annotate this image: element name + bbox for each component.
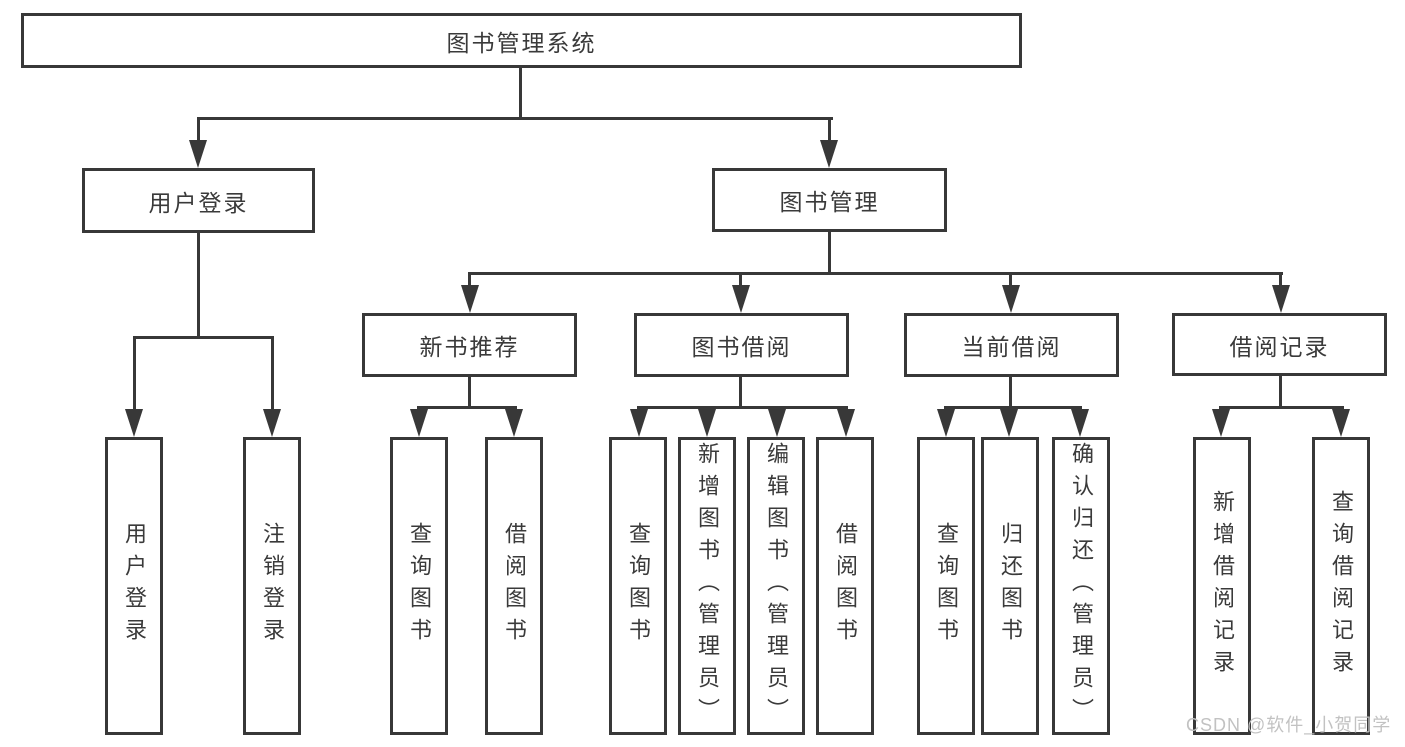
arrow-down-icon: [732, 285, 750, 313]
connector-line: [519, 66, 522, 119]
connector-line: [944, 406, 1082, 409]
connector-line: [739, 377, 742, 409]
connector-line: [469, 272, 1283, 275]
leaf-query-books: 查询图书: [390, 437, 448, 735]
leaf-logout: 注销登录: [243, 437, 301, 735]
connector-line: [271, 336, 274, 412]
connector-line: [828, 117, 831, 144]
leaf-query-books: 查询图书: [609, 437, 667, 735]
leaf-query-borrow-record: 查询借阅记录: [1312, 437, 1370, 735]
connector-line: [197, 233, 200, 339]
arrow-down-icon: [263, 409, 281, 437]
arrow-down-icon: [1002, 285, 1020, 313]
connector-line: [418, 406, 517, 409]
node-user-login: 用户登录: [82, 168, 315, 233]
node-root-library-system: 图书管理系统: [21, 13, 1022, 68]
connector-line: [1220, 406, 1344, 409]
arrow-down-icon: [125, 409, 143, 437]
arrow-down-icon: [1000, 409, 1018, 437]
leaf-add-borrow-record: 新增借阅记录: [1193, 437, 1251, 735]
connector-line: [468, 272, 471, 288]
arrow-down-icon: [461, 285, 479, 313]
leaf-return-books: 归还图书: [981, 437, 1039, 735]
connector-line: [197, 117, 200, 144]
leaf-edit-books-admin: 编辑图书（管理员）: [747, 437, 805, 735]
arrow-down-icon: [820, 140, 838, 168]
csdn-watermark: CSDN @软件_小贺同学: [1186, 715, 1392, 735]
arrow-down-icon: [937, 409, 955, 437]
arrow-down-icon: [768, 409, 786, 437]
node-borrow-records: 借阅记录: [1172, 313, 1387, 376]
arrow-down-icon: [1212, 409, 1230, 437]
arrow-down-icon: [189, 140, 207, 168]
arrow-down-icon: [698, 409, 716, 437]
arrow-down-icon: [630, 409, 648, 437]
connector-line: [739, 272, 742, 288]
connector-line: [637, 406, 848, 409]
node-new-book-recommend: 新书推荐: [362, 313, 577, 377]
arrow-down-icon: [837, 409, 855, 437]
leaf-add-books-admin: 新增图书（管理员）: [678, 437, 736, 735]
node-current-borrow: 当前借阅: [904, 313, 1119, 377]
connector-line: [828, 232, 831, 275]
connector-line: [468, 377, 471, 409]
arrow-down-icon: [1332, 409, 1350, 437]
arrow-down-icon: [410, 409, 428, 437]
connector-line: [1279, 376, 1282, 409]
connector-line: [1279, 272, 1282, 288]
connector-line: [197, 117, 833, 120]
arrow-down-icon: [1071, 409, 1089, 437]
connector-line: [1009, 272, 1012, 288]
connector-line: [133, 336, 136, 412]
connector-line: [133, 336, 274, 339]
connector-line: [1009, 377, 1012, 409]
leaf-borrow-books: 借阅图书: [485, 437, 543, 735]
node-book-borrow: 图书借阅: [634, 313, 849, 377]
leaf-confirm-return-admin: 确认归还（管理员）: [1052, 437, 1110, 735]
leaf-user-login: 用户登录: [105, 437, 163, 735]
leaf-borrow-books: 借阅图书: [816, 437, 874, 735]
node-book-management: 图书管理: [712, 168, 947, 232]
arrow-down-icon: [505, 409, 523, 437]
arrow-down-icon: [1272, 285, 1290, 313]
leaf-query-books: 查询图书: [917, 437, 975, 735]
